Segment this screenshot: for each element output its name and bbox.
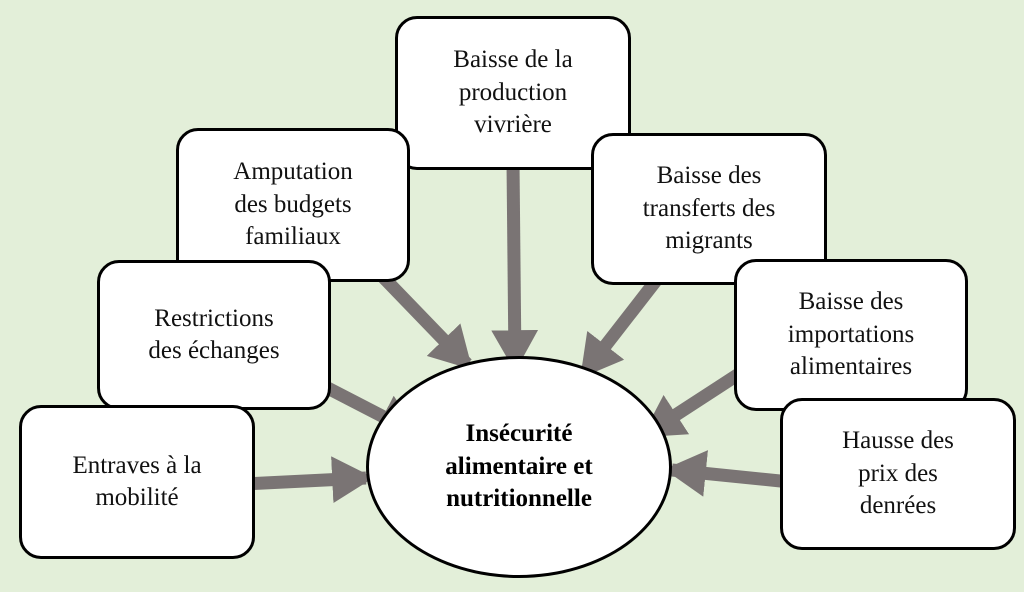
central-node-label: Insécurité alimentaire et nutritionnelle <box>445 420 593 513</box>
cause-box-importations: Baisse des importations alimentaires <box>734 259 968 411</box>
arrow-importations <box>641 364 749 439</box>
cause-label-budgets: Amputation des budgets familiaux <box>233 158 353 251</box>
cause-box-prix: Hausse des prix des denrées <box>780 398 1016 550</box>
cause-label-mobilite: Entraves à la mobilité <box>72 451 202 512</box>
central-node-ellipse: Insécurité alimentaire et nutritionnelle <box>366 356 672 578</box>
cause-label-restrictions: Restrictions des échanges <box>148 304 280 365</box>
arrows-layer <box>243 161 801 504</box>
arrow-production <box>491 161 539 372</box>
arrow-budgets <box>378 272 473 370</box>
cause-label-importations: Baisse des importations alimentaires <box>787 288 915 381</box>
cause-label-transferts: Baisse des transferts des migrants <box>642 162 776 255</box>
arrow-transferts <box>579 274 664 379</box>
cause-box-production: Baisse de la production vivrière <box>395 16 631 170</box>
cause-label-production: Baisse de la production vivrière <box>453 46 573 139</box>
cause-box-mobilite: Entraves à la mobilité <box>19 405 255 559</box>
arrow-mobilite <box>243 456 374 504</box>
arrow-prix <box>664 450 801 497</box>
cause-label-prix: Hausse des prix des denrées <box>842 427 954 520</box>
cause-box-restrictions: Restrictions des échanges <box>97 260 331 410</box>
cause-box-budgets: Amputation des budgets familiaux <box>176 128 410 282</box>
